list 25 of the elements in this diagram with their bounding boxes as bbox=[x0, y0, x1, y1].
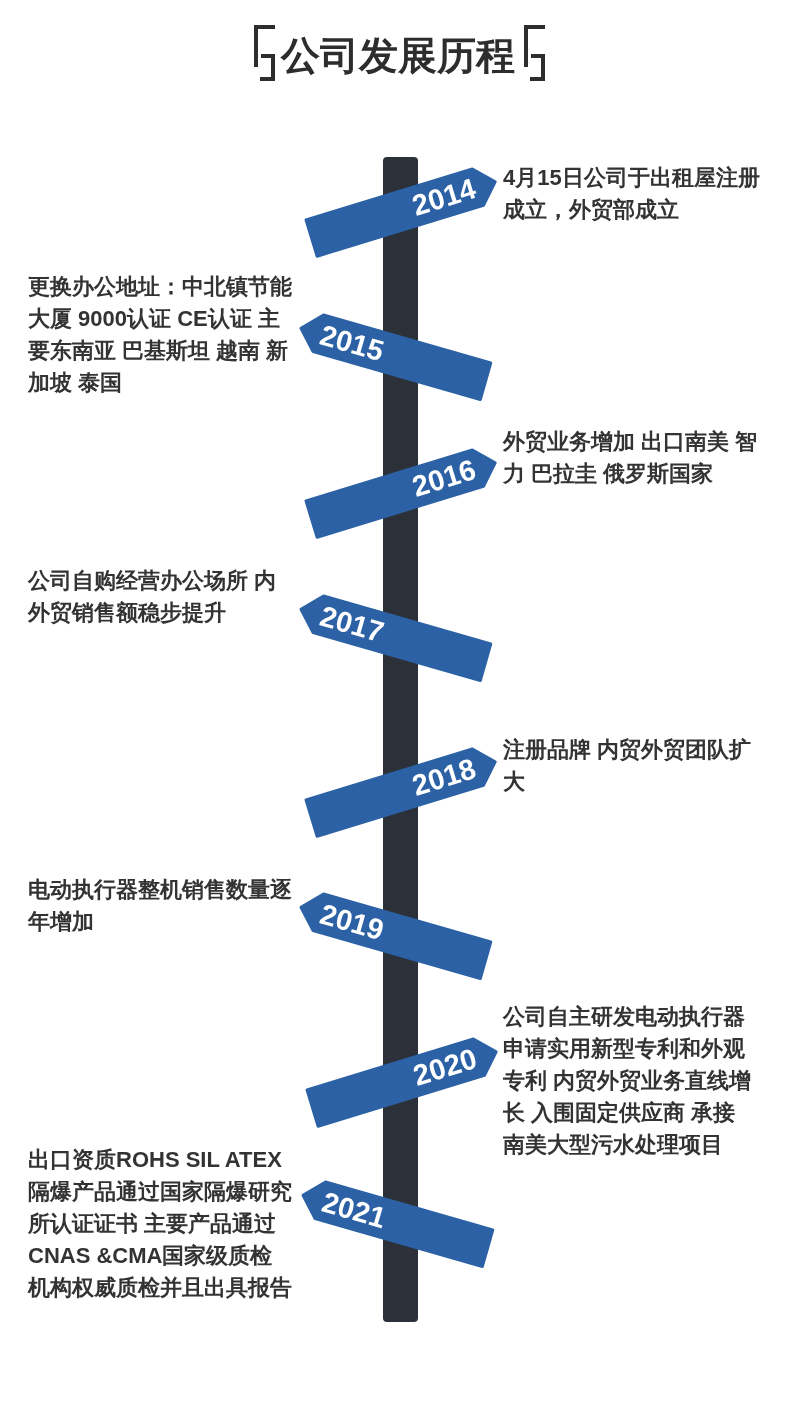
event-description: 更换办公地址：中北镇节能大厦 9000认证 CE认证 主要东南亚 巴基斯坦 越南 新加坡 泰国 bbox=[28, 273, 293, 397]
title: 公司发展历程 bbox=[281, 33, 515, 79]
year-banner bbox=[298, 892, 493, 981]
year-banner bbox=[303, 747, 497, 839]
year-label: 2017 bbox=[315, 598, 388, 650]
year-label: 2020 bbox=[409, 1041, 481, 1094]
year-banner bbox=[303, 167, 497, 259]
event-description: 公司自主研发电动执行器申请实用新型专利和外观专利 内贸外贸业务直线增长 入围固定供应商 承接南美大型污水处理项目 bbox=[503, 1003, 753, 1159]
year-label: 2019 bbox=[315, 896, 388, 948]
year-label: 2015 bbox=[315, 317, 388, 369]
year-banner bbox=[303, 448, 497, 540]
event-description: 外贸业务增加 出口南美 智力 巴拉圭 俄罗斯国家 bbox=[503, 428, 759, 488]
event-description: 出口资质ROHS SIL ATEX隔爆产品通过国家隔爆研究所认证证书 主要产品通过CNAS &CMA国家级质检机构权威质检并且出具报告 bbox=[28, 1146, 293, 1302]
year-banner bbox=[300, 1180, 495, 1269]
year-label: 2021 bbox=[317, 1184, 390, 1236]
event-description: 公司自购经营办公场所 内外贸销售额稳步提升 bbox=[28, 567, 278, 627]
year-label: 2014 bbox=[408, 171, 480, 224]
event-description: 注册品牌 内贸外贸团队扩大 bbox=[503, 736, 753, 796]
year-banner bbox=[304, 1037, 498, 1129]
event-description: 4月15日公司于出租屋注册成立，外贸部成立 bbox=[503, 164, 761, 224]
year-banner bbox=[298, 313, 493, 402]
event-description: 电动执行器整机销售数量逐年增加 bbox=[28, 876, 293, 936]
year-label: 2018 bbox=[408, 751, 480, 804]
year-label: 2016 bbox=[408, 452, 480, 505]
year-banner bbox=[298, 594, 493, 683]
